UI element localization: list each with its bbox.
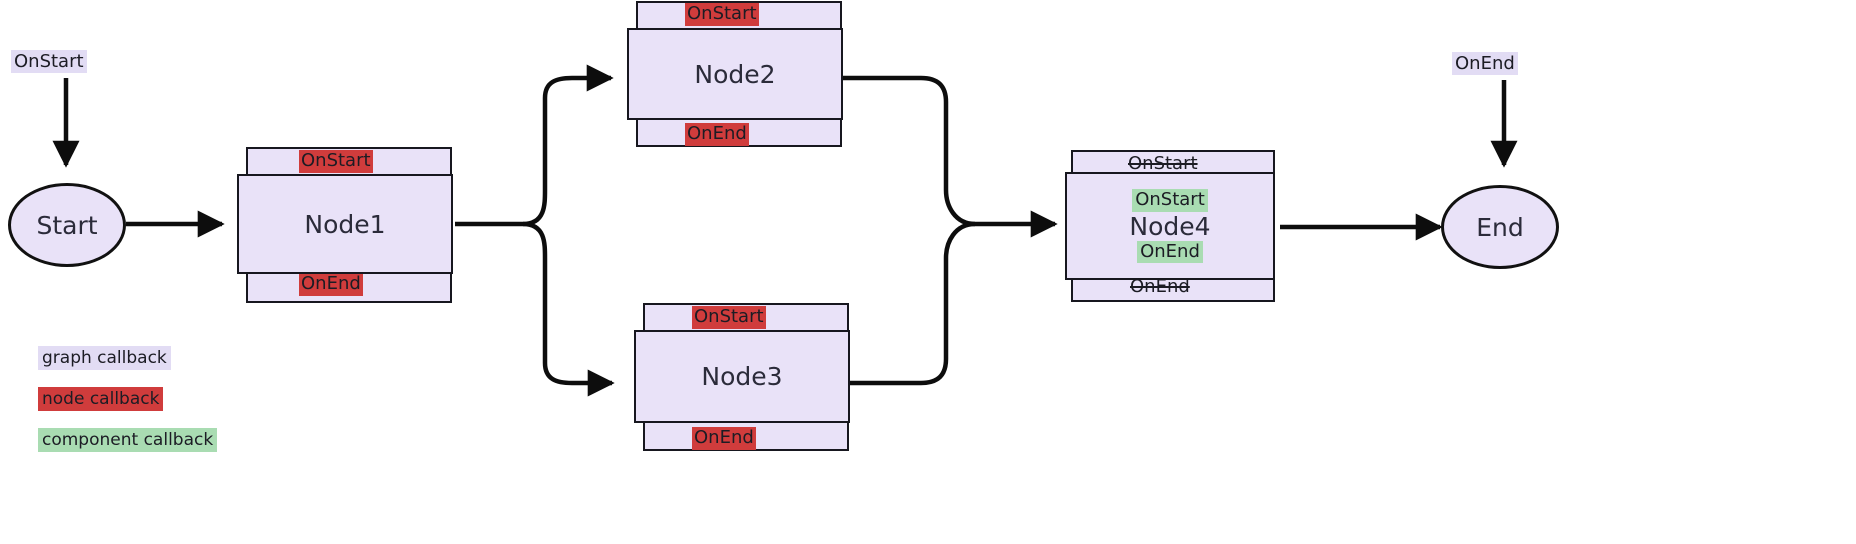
graph-callback-onstart-label: OnStart (11, 50, 87, 73)
end-node[interactable]: End (1441, 185, 1559, 269)
node4-inner-box[interactable]: OnStart Node4 OnEnd (1065, 172, 1275, 280)
edge-node2-to-join (843, 75, 976, 227)
node3-outer-onstart-callback: OnStart (692, 306, 766, 329)
legend-node-callback: node callback (38, 387, 164, 411)
node2-outer-onstart-callback: OnStart (685, 3, 759, 26)
start-node-label: Start (36, 210, 98, 240)
legend-component-callback: component callback (38, 428, 218, 452)
node4-inner-onend-callback: OnEnd (1137, 240, 1203, 264)
node4-label: Node4 (1129, 211, 1211, 241)
node1-label: Node1 (304, 209, 386, 239)
edge-fork-to-node3 (522, 221, 615, 397)
node2-inner-box[interactable]: Node2 (627, 28, 843, 120)
legend-graph-callback: graph callback (38, 346, 171, 370)
node1-inner-box[interactable]: Node1 (237, 174, 453, 274)
node1-outer-onend-callback: OnEnd (299, 273, 363, 296)
edge-node3-to-join (849, 221, 976, 386)
legend: graph callback node callback component c… (38, 346, 218, 471)
node3-outer-onend-callback: OnEnd (692, 427, 756, 450)
start-node[interactable]: Start (8, 183, 126, 267)
node3-inner-box[interactable]: Node3 (634, 330, 850, 423)
end-node-label: End (1476, 212, 1524, 242)
node1-outer-onstart-callback: OnStart (299, 150, 373, 173)
legend-row-component: component callback (38, 428, 218, 452)
legend-row-node: node callback (38, 387, 217, 411)
node2-group[interactable]: OnStart OnEnd Node2 (627, 1, 843, 147)
node3-group[interactable]: OnStart OnEnd Node3 (634, 303, 850, 451)
node2-label: Node2 (694, 59, 776, 89)
node2-outer-onend-callback: OnEnd (685, 123, 749, 146)
legend-row-graph: graph callback (38, 346, 217, 370)
node4-inner-onstart-callback: OnStart (1132, 188, 1208, 212)
node3-label: Node3 (701, 362, 783, 391)
node4-group[interactable]: OnStart OnEnd OnStart Node4 OnEnd (1065, 150, 1275, 302)
edge-fork-to-node2 (522, 64, 614, 227)
node4-outer-onend-callback: OnEnd (1130, 276, 1190, 297)
graph-callback-onend-label: OnEnd (1452, 52, 1518, 75)
node4-outer-onstart-callback: OnStart (1128, 153, 1198, 174)
node1-group[interactable]: OnStart OnEnd Node1 (237, 147, 453, 303)
